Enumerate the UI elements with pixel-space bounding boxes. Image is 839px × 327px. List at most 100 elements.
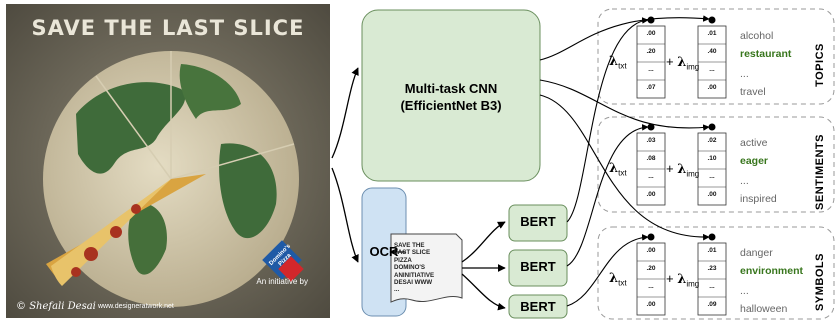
arrow-doc-to-bert-1 (461, 221, 506, 263)
lambda-txt-symbols: λtxt (609, 271, 627, 288)
lambda-subscript-img: img (686, 62, 700, 72)
label-symbols: danger (740, 247, 773, 259)
ocr-line: LAST SLICE (394, 249, 431, 257)
txt-value-symbols: .20 (646, 265, 656, 272)
group-title-sentiments: SENTIMENTS (814, 134, 826, 210)
img-value-sentiments: .00 (707, 191, 717, 198)
img-value-sentiments: ... (709, 173, 715, 180)
ocr-line: SAVE THE (394, 242, 425, 249)
vector-sentiments-img (697, 132, 727, 206)
ocr-line: DESAI WWW (394, 279, 433, 287)
label-topics: ... (740, 68, 749, 80)
ad-poster-image: SAVE THE LAST SLICE Domino's Pizza An in… (6, 4, 330, 318)
copyright-symbol: © (16, 301, 30, 312)
lambda-subscript-txt: txt (618, 168, 627, 178)
txt-value-sentiments: .03 (646, 137, 656, 144)
lambda-symbol: λ (677, 162, 687, 177)
bert-box-1 (508, 204, 568, 242)
vector-symbols-img (697, 242, 727, 316)
ocr-extracted-text: SAVE THE LAST SLICE PIZZA DOMINO'S ANINI… (394, 242, 456, 294)
signature-name: Shefali Desai (29, 301, 96, 312)
dot-symbols-img (708, 233, 716, 241)
arrow-cnn-to-symbols-img (539, 94, 710, 241)
img-value-symbols: .23 (707, 265, 717, 272)
bert-label-1: BERT (520, 214, 556, 229)
txt-value-symbols: .00 (646, 301, 656, 308)
cnn-label: Multi-task CNN (EfficientNet B3) (362, 80, 540, 114)
dot-sentiments-txt (647, 123, 655, 131)
lambda-img-topics: + λimg (666, 54, 699, 72)
plus-sign: + (666, 54, 678, 69)
ocr-label: OCR (369, 244, 399, 259)
arrow-doc-to-bert-3 (461, 273, 506, 311)
label-symbols: halloween (740, 303, 788, 315)
lambda-subscript-txt: txt (618, 278, 627, 288)
bert-label-3: BERT (520, 299, 556, 314)
poster-artwork (6, 4, 330, 318)
txt-value-sentiments: .00 (646, 191, 656, 198)
label-sentiments: ... (740, 175, 749, 187)
txt-value-topics: .07 (646, 84, 656, 91)
plus-sign: + (666, 161, 678, 176)
lambda-subscript-img: img (686, 279, 700, 289)
dot-sentiments-img (708, 123, 716, 131)
label-highlight-sentiments: eager (740, 155, 769, 167)
lambda-symbol: λ (609, 161, 619, 176)
ocr-line: PIZZA (394, 256, 412, 264)
txt-value-topics: .20 (646, 48, 656, 55)
label-sentiments: inspired (740, 193, 777, 205)
dot-topics-txt (647, 16, 655, 24)
group-title-symbols: SYMBOLS (814, 253, 826, 311)
img-value-sentiments: .10 (707, 155, 717, 162)
txt-value-sentiments: .08 (646, 155, 656, 162)
label-highlight-topics: restaurant (740, 48, 792, 60)
ocr-document-shape (390, 233, 463, 303)
img-value-symbols: .01 (707, 247, 717, 254)
poster-website: www.designeratwork.net (98, 303, 174, 310)
vector-topics-txt (636, 25, 666, 99)
vector-topics-img (697, 25, 727, 99)
dot-symbols-txt (647, 233, 655, 241)
lambda-symbol: λ (677, 272, 687, 287)
vector-symbols-txt (636, 242, 666, 316)
lambda-txt-sentiments: λtxt (609, 161, 627, 178)
lambda-symbol: λ (677, 55, 687, 70)
arrow-bert2-to-sentiments-txt (566, 124, 649, 267)
label-topics: alcohol (740, 30, 774, 42)
txt-value-symbols: ... (648, 283, 654, 290)
arrow-bert1-to-topics-txt (566, 17, 649, 223)
img-value-sentiments: .02 (707, 137, 717, 144)
arrow-image-to-cnn (331, 67, 359, 159)
arrow-cnn-to-sentiments-img (539, 79, 710, 131)
poster-signature: © Shefali Desai (16, 301, 96, 312)
cnn-label-line1: Multi-task CNN (404, 81, 498, 96)
dot-topics-img (708, 16, 716, 24)
img-value-topics: ... (709, 66, 715, 73)
lambda-subscript-txt: txt (618, 61, 627, 71)
txt-value-topics: .00 (646, 30, 656, 37)
label-symbols: ... (740, 285, 749, 297)
group-title-topics: TOPICS (814, 43, 826, 87)
img-value-topics: .01 (707, 30, 717, 37)
bert-label-2: BERT (520, 259, 556, 274)
img-value-symbols: ... (709, 283, 715, 290)
ocr-line: DOMINO'S (394, 264, 426, 272)
poster-title: SAVE THE LAST SLICE (31, 16, 305, 40)
lambda-img-symbols: + λimg (666, 271, 699, 289)
group-box-symbols (597, 226, 835, 320)
img-value-topics: .40 (707, 48, 717, 55)
lambda-symbol: λ (609, 54, 619, 69)
bert-box-3 (508, 294, 568, 319)
bert-box-2 (508, 249, 568, 287)
label-highlight-symbols: environment (740, 265, 804, 277)
arrow-cnn-to-topics-img (539, 15, 710, 61)
ocr-line: ANINITIATIVE (394, 271, 435, 279)
arrow-image-to-ocr (331, 167, 359, 263)
label-sentiments: active (740, 137, 768, 149)
label-topics: travel (740, 86, 766, 98)
lambda-txt-topics: λtxt (609, 54, 627, 71)
img-value-topics: .00 (707, 84, 717, 91)
txt-value-sentiments: ... (648, 173, 654, 180)
